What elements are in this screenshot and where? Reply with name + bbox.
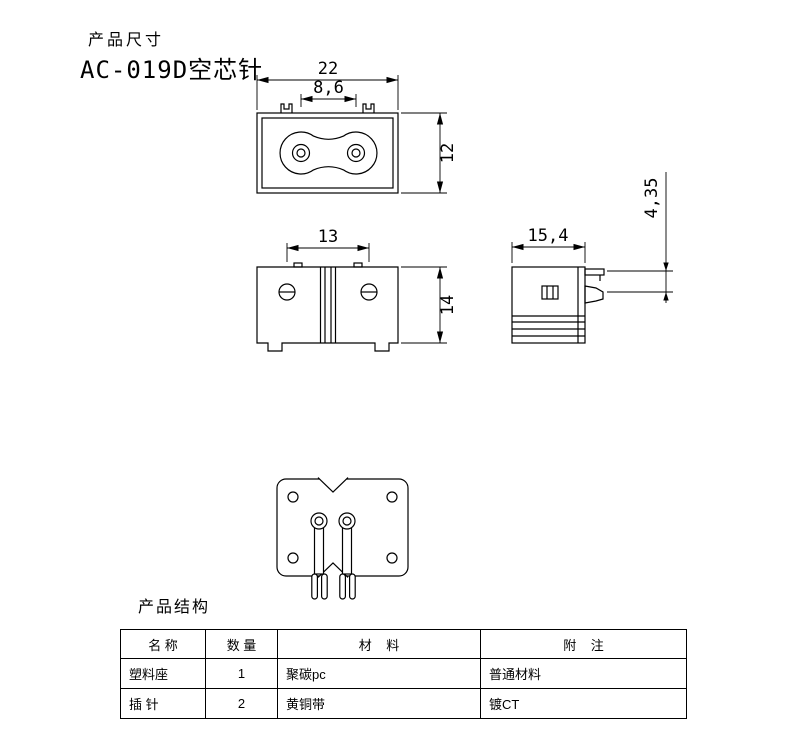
header-quantity: 数 量 [205,629,278,659]
front-face-view [256,103,399,194]
cell-material: 黄铜带 [277,688,481,719]
cell-material: 聚碳pc [277,658,481,689]
top-elevation-view [256,262,399,352]
dim-top-height: 14 [438,295,458,315]
cell-notes: 镀CT [480,688,687,719]
dim-hole-pitch: 8,6 [313,78,344,98]
header-notes: 附 注 [480,629,687,659]
dim-pin-offset: 4,35 [642,178,662,219]
table-row: 塑料座 1 聚碳pc 普通材料 [120,658,687,689]
cell-quantity: 1 [205,658,278,689]
cell-notes: 普通材料 [480,658,687,689]
structure-title: 产品结构 [138,599,211,616]
cell-name: 塑料座 [120,658,206,689]
header-name: 名 称 [120,629,206,659]
table-row: 插 针 2 黄铜带 镀CT [120,688,687,719]
pin-hole-left [291,143,311,163]
side-pin [584,285,604,304]
hollow-pin-left [310,512,328,600]
side-view-dimensions [511,172,673,303]
dim-depth: 15,4 [528,226,569,246]
cell-name: 插 针 [120,688,206,719]
flange [584,268,605,276]
pin-hole-right [346,143,366,163]
cell-quantity: 2 [205,688,278,719]
figure8-recess [279,131,378,175]
mounting-prong-right [362,103,375,113]
dim-front-height: 12 [438,143,458,163]
top-elevation-dimensions [286,243,447,344]
side-view [511,266,605,344]
dim-overall-width: 22 [318,59,338,79]
header-material: 材 料 [277,629,481,659]
hollow-pin-right [338,512,356,600]
page-title: 产品尺寸 [88,32,165,49]
bottom-view [276,477,409,600]
technical-drawing: 22 8,6 12 13 14 [256,59,673,600]
table-header-row: 名 称 数 量 材 料 附 注 [120,629,687,659]
mounting-prong-left [280,103,293,113]
dim-screw-pitch: 13 [318,227,338,247]
model-title: AC-019D空芯针 [80,56,264,84]
front-face-dimensions [256,75,447,194]
structure-table: 名 称 数 量 材 料 附 注 塑料座 1 聚碳pc 普通材料 插 针 2 黄铜… [120,629,687,719]
